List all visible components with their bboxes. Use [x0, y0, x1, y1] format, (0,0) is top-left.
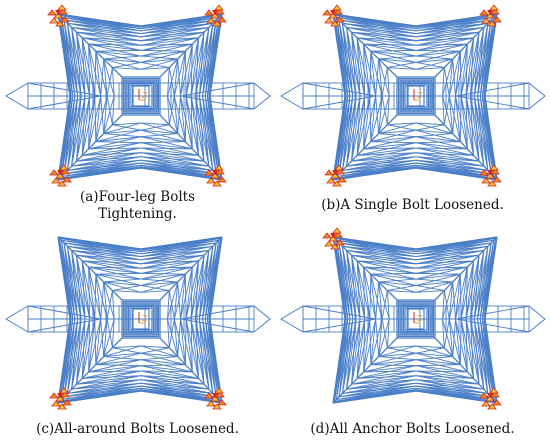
panel-caption: (d)All Anchor Bolts Loosened. — [310, 421, 515, 437]
lattice-frame — [280, 236, 546, 404]
bolt-constraint-icon — [49, 387, 72, 410]
axis-triad-icon: Z — [138, 312, 148, 324]
panel-caption: (a)Four-leg Bolts Tightening. — [79, 189, 195, 222]
axis-label: Z — [417, 314, 423, 323]
bolt-constraint-icon — [204, 4, 227, 27]
bolt-constraint-icon — [204, 164, 227, 187]
panel-all-anchor-bolts-loosened: Z (d)All Anchor Bolts Loosened. — [275, 223, 550, 446]
bolt-constraint-icon — [479, 4, 502, 27]
axis-label: Z — [142, 314, 148, 323]
panel-all-around-bolts-loosened: Z (c)All-around Bolts Loosened. — [0, 223, 275, 446]
tower-frame-plan-view: Z — [280, 227, 546, 410]
crossarm — [280, 305, 546, 333]
lattice-frame — [5, 13, 271, 181]
tower-frame-plan-view: Z — [5, 236, 271, 410]
bolt-constraint-icon — [47, 4, 70, 27]
bolt-constraint-icon — [479, 387, 502, 410]
crossarm — [5, 305, 271, 333]
panel-caption: (b)A Single Bolt Loosened. — [321, 197, 504, 213]
axis-triad-icon: Z — [413, 89, 423, 101]
bolt-constraint-icon — [322, 4, 345, 27]
panel-caption: (c)All-around Bolts Loosened. — [36, 421, 239, 437]
tower-frame-plan-view: Z — [280, 4, 546, 187]
crossarm — [5, 82, 271, 110]
axis-label: Z — [417, 91, 423, 100]
axis-label: Z — [142, 91, 148, 100]
axis-triad-icon: Z — [413, 312, 423, 324]
lattice-frame — [280, 13, 546, 181]
bolt-constraint-icon — [49, 164, 72, 187]
panel-four-leg-bolts-tightening: Z (a)Four-leg Bolts Tightening. — [0, 0, 275, 223]
bolt-constraint-icon — [324, 164, 347, 187]
tower-frame-plan-view: Z — [5, 4, 271, 187]
bolt-constraint-icon — [322, 227, 345, 250]
panel-single-bolt-loosened: Z (b)A Single Bolt Loosened. — [275, 0, 550, 223]
lattice-frame — [5, 236, 271, 404]
bolt-constraint-icon — [204, 387, 227, 410]
crossarm — [280, 82, 546, 110]
axis-triad-icon: Z — [138, 89, 148, 101]
bolt-constraint-icon — [479, 164, 502, 187]
